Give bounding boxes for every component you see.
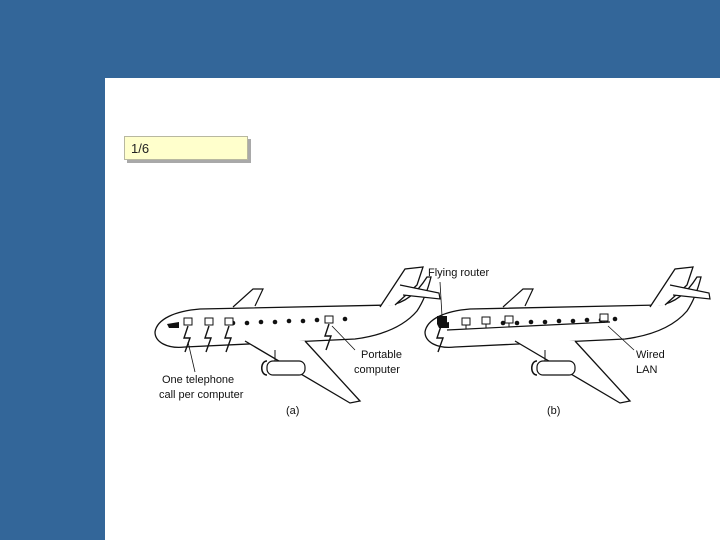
computer-icon: [224, 317, 234, 326]
computer-icon: [504, 315, 514, 324]
caption-b: (b): [547, 405, 560, 417]
label-wired: Wired: [636, 349, 665, 361]
wireless-link-icon: [224, 325, 232, 353]
computer-icon: [599, 313, 609, 322]
caption-a: (a): [286, 405, 299, 417]
label-portable-line2: computer: [354, 364, 400, 376]
router-icon: [437, 316, 447, 324]
computer-icon: [481, 316, 491, 325]
computer-icon: [204, 317, 214, 326]
label-lan: LAN: [636, 364, 657, 376]
page-counter-label: 1/6: [124, 136, 248, 160]
wireless-link-icon: [183, 325, 191, 353]
computer-icon: [461, 317, 471, 326]
computer-icon: [183, 317, 193, 326]
wireless-link-icon: [204, 325, 212, 353]
wired-lan-cable: [446, 321, 611, 331]
label-portable-line1: Portable: [361, 349, 402, 361]
label-flying-router: Flying router: [428, 267, 489, 279]
airplane-b: [424, 266, 711, 404]
airplane-a: [154, 266, 441, 404]
wireless-link-icon: [436, 325, 444, 353]
computer-icon: [324, 315, 334, 324]
wireless-link-icon: [324, 323, 332, 351]
label-telephone-line2: call per computer: [159, 389, 244, 401]
label-telephone-line1: One telephone: [162, 374, 234, 386]
